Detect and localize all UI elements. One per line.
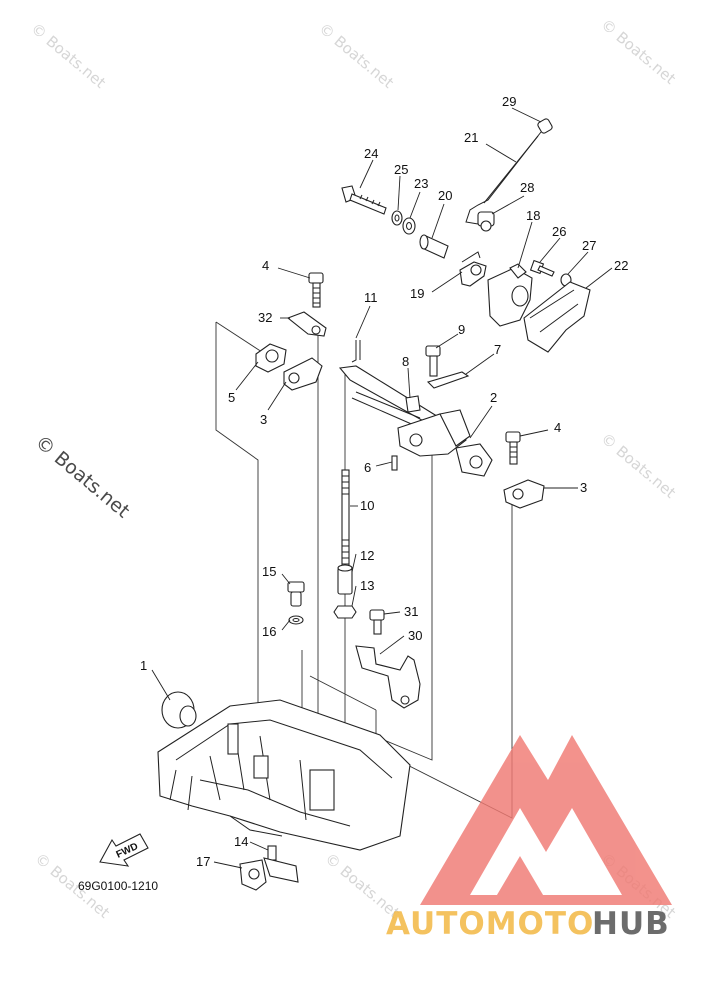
part-14-clip <box>263 845 299 883</box>
part-6-pin <box>391 455 398 471</box>
callout-13: 13 <box>360 578 374 593</box>
part-1-grommet <box>161 691 197 729</box>
part-20-collar <box>419 234 449 259</box>
part-code: 69G0100-1210 <box>78 879 158 893</box>
callout-17: 17 <box>196 854 210 869</box>
leader-lines <box>151 107 613 869</box>
callout-21: 21 <box>464 130 478 145</box>
callout-1: 1 <box>140 658 147 673</box>
part-9-bolt <box>425 345 441 377</box>
part-2-lever-assembly <box>397 409 493 477</box>
callout-27: 27 <box>582 238 596 253</box>
callout-18: 18 <box>526 208 540 223</box>
callout-32: 32 <box>258 310 272 325</box>
callout-29: 29 <box>502 94 516 109</box>
part-8-clip <box>405 395 421 413</box>
callout-14: 14 <box>234 834 248 849</box>
callout-28: 28 <box>520 180 534 195</box>
part-4-bolt-right <box>505 431 521 465</box>
part-11-pin <box>351 340 361 363</box>
callout-10: 10 <box>360 498 374 513</box>
callout-20: 20 <box>438 188 452 203</box>
callout-15: 15 <box>262 564 276 579</box>
callout-16: 16 <box>262 624 276 639</box>
part-10-rod <box>341 469 350 571</box>
logo-text-hub: HUB <box>592 906 670 942</box>
watermark-text: © Boats.net <box>27 19 109 92</box>
part-17-holder <box>239 859 267 891</box>
part-22-plate <box>523 281 591 353</box>
part-28-joint <box>477 211 495 232</box>
part-18-bracket <box>487 263 533 327</box>
part-29-cap <box>537 118 553 134</box>
part-26-bolt <box>529 259 555 277</box>
part-25-washer <box>391 210 403 226</box>
callout-23: 23 <box>414 176 428 191</box>
callout-4-right: 4 <box>554 420 561 435</box>
callout-11: 11 <box>364 290 378 305</box>
part-4-bolt-upper <box>308 272 324 308</box>
callout-9: 9 <box>458 322 465 337</box>
logo-text-automoto: AUTOMOTO <box>386 906 594 942</box>
part-15-bolt <box>287 581 305 607</box>
part-7-plate <box>426 371 470 389</box>
lower-cowling <box>157 699 411 851</box>
part-21-rod <box>465 131 542 225</box>
part-5-holder <box>255 343 287 373</box>
part-24-bolt <box>341 185 387 215</box>
watermark-large-text: © Boats.net <box>31 431 134 522</box>
callout-30: 30 <box>408 628 422 643</box>
callout-5: 5 <box>228 390 235 405</box>
callout-3-left: 3 <box>260 412 267 427</box>
watermark-text: © Boats.net <box>597 429 679 502</box>
watermark-text: © Boats.net <box>597 15 679 88</box>
callout-3-right: 3 <box>580 480 587 495</box>
callout-26: 26 <box>552 224 566 239</box>
part-23-washer <box>402 217 416 235</box>
callout-7: 7 <box>494 342 501 357</box>
part-31-bolt <box>369 609 385 635</box>
callout-6: 6 <box>364 460 371 475</box>
callout-4-upper: 4 <box>262 258 269 273</box>
watermark-text: © Boats.net <box>315 19 397 92</box>
logo-triangle-icon <box>420 735 672 905</box>
callout-8: 8 <box>402 354 409 369</box>
parts: FWD <box>99 118 591 891</box>
part-30-bracket <box>355 645 421 709</box>
callout-25: 25 <box>394 162 408 177</box>
callout-19: 19 <box>410 286 424 301</box>
part-3-joint-right <box>503 479 545 509</box>
callout-2: 2 <box>490 390 497 405</box>
part-13-nut <box>333 605 357 619</box>
part-19-lever <box>459 251 487 287</box>
part-12-sleeve <box>337 564 353 595</box>
callout-numbers: 29 21 24 25 23 20 28 18 26 27 22 19 4 32… <box>78 94 628 893</box>
callout-12: 12 <box>360 548 374 563</box>
part-3-joint-left <box>283 357 323 391</box>
part-16-washer <box>288 615 304 625</box>
part-32-clip <box>286 311 327 337</box>
callout-22: 22 <box>614 258 628 273</box>
callout-31: 31 <box>404 604 418 619</box>
callout-24: 24 <box>364 146 378 161</box>
automotohub-logo: AUTOMOTO HUB <box>386 735 672 942</box>
fwd-arrow-icon: FWD <box>99 833 149 867</box>
